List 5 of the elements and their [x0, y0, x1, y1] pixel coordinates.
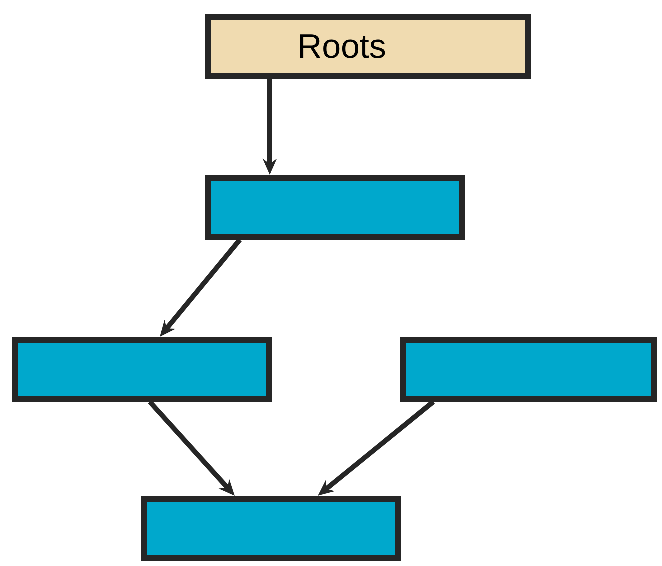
empty-box — [400, 337, 657, 402]
empty-box — [12, 337, 272, 402]
empty-box — [205, 175, 465, 240]
empty-box — [141, 496, 401, 561]
root-box: Roots — [205, 14, 531, 79]
